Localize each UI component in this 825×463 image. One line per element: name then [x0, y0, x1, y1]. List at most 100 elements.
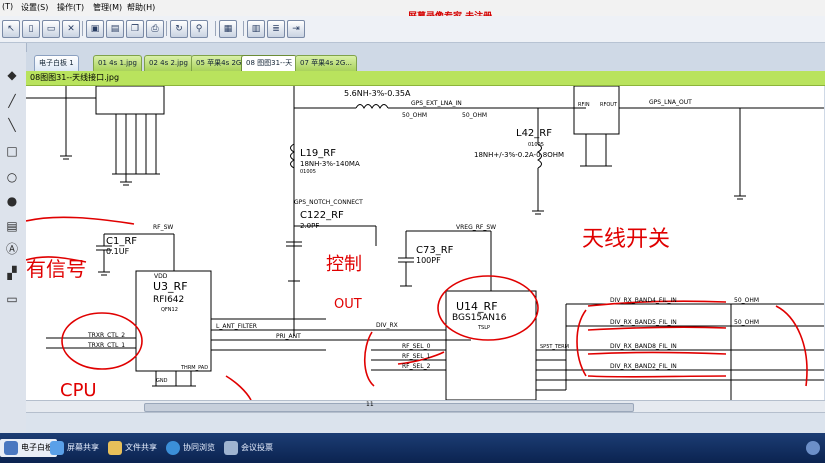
horizontal-scrollbar[interactable]: 11 [26, 400, 825, 413]
u14-chip [445, 290, 537, 400]
label-rfout: RFOUT [600, 102, 618, 108]
magnifier-icon: ⚲ [195, 24, 203, 34]
save-button[interactable]: ▣ [86, 20, 104, 38]
menu-item-manage[interactable]: 管理(M) [93, 3, 123, 12]
toolbar-separator [166, 21, 167, 36]
line-tool-icon[interactable]: ╲ [8, 118, 16, 132]
toolbar: ↖ ▯ ▭ ✕ ▣ ▤ ❐ ⎙ ↻ ⚲ ▦ ▥ ≣ ⇥ [0, 16, 825, 43]
label-gps-ext: GPS_EXT_LNA_IN [411, 100, 462, 107]
label-c1-value: 0.1UF [106, 247, 130, 256]
label-rf-sel-1: RF_SEL_1 [402, 353, 431, 360]
label-c122: C122_RF [300, 210, 344, 221]
task-meeting-vote-label: 会议投票 [241, 443, 273, 452]
label-rfin: RFIN [578, 102, 590, 108]
refresh-icon: ↻ [175, 24, 183, 34]
grid-button[interactable]: ▦ [219, 20, 237, 38]
horizontal-scroll-thumb[interactable] [144, 403, 634, 412]
label-c122-value: 2.0PF [300, 222, 319, 230]
label-top-inductor: 5.6NH-3%-0.35A [344, 89, 411, 98]
label-div-band2: DIV_RX_BAND2_FIL_IN [610, 363, 677, 370]
toolbar-separator [82, 21, 83, 36]
drawing-toolbox: ◆ ╱ ╲ □ ○ ● ▤ Ⓐ ▞ ▭ [0, 43, 27, 433]
label-l42-package: 01005 [528, 142, 544, 148]
tab-4s-1[interactable]: 01 4s 1.jpg [93, 55, 142, 71]
exit-button[interactable]: ⇥ [287, 20, 305, 38]
label-div-rx: DIV_RX [376, 322, 398, 329]
paste-tool-icon[interactable]: ▤ [6, 219, 18, 233]
tab-iphone-4s-2g-b[interactable]: 07 苹果4s 2G... [295, 55, 358, 71]
label-u3: U3_RF [153, 280, 188, 293]
label-ohm-b: 50_OHM [462, 112, 487, 119]
folder-icon: ▭ [46, 24, 56, 34]
label-u14: U14_RF [456, 300, 498, 313]
task-co-browse-label: 协同浏览 [183, 443, 215, 452]
label-div-band8: DIV_RX_BAND8_FIL_IN [610, 343, 677, 350]
print-icon: ⎙ [151, 24, 159, 34]
pen-tool-icon[interactable]: ╱ [8, 94, 16, 108]
save-icon: ▣ [90, 24, 100, 34]
tab-antenna-interface[interactable]: 08 图图31--天 [241, 55, 298, 71]
delete-button[interactable]: ✕ [62, 20, 80, 38]
eraser-tool-icon[interactable]: ◆ [7, 68, 17, 82]
sheet-tool-icon[interactable]: ▭ [6, 292, 18, 306]
task-meeting-vote[interactable]: 会议投票 [224, 439, 273, 457]
label-pri-ant: PRI_ANT [276, 333, 301, 340]
list-button[interactable]: ≣ [267, 20, 285, 38]
save-all-icon: ▤ [110, 24, 120, 34]
menu-item-operate[interactable]: 操作(T) [57, 3, 85, 12]
task-file-share[interactable]: 文件共享 [108, 439, 157, 457]
menu-item-t[interactable]: (T) [2, 2, 14, 11]
filled-circle-tool-icon[interactable]: ● [6, 194, 18, 208]
label-thrm-pad: THRM_PAD [180, 365, 208, 371]
print-button[interactable]: ⎙ [146, 20, 164, 38]
task-whiteboard[interactable]: 电子白板 [0, 439, 57, 457]
copy-icon: ❐ [130, 24, 140, 34]
layout-button[interactable]: ▥ [247, 20, 265, 38]
tab-4s-2[interactable]: 02 4s 2.jpg [144, 55, 193, 71]
screen-share-icon [50, 440, 64, 455]
tab-iphone-4s-2g[interactable]: 05 苹果4s 2G [191, 55, 247, 71]
label-div-band5: DIV_RX_BAND5_FIL_IN [610, 319, 677, 326]
refresh-button[interactable]: ↻ [170, 20, 188, 38]
tab-whiteboard-1[interactable]: 电子白板 1 [34, 55, 79, 71]
vote-icon [224, 440, 238, 455]
annotation-antenna-switch: 天线开关 [582, 227, 670, 252]
bottom-taskbar: 电子白板 屏幕共享 文件共享 协同浏览 会议投票 [0, 433, 825, 463]
label-u3-package: QFN12 [161, 307, 178, 313]
open-button[interactable]: ▭ [42, 20, 60, 38]
label-l19-value: 18NH-3%-140MA [300, 160, 360, 168]
tray-arrow-icon[interactable] [806, 441, 820, 455]
ellipse-tool-icon[interactable]: ○ [6, 170, 18, 184]
rectangle-tool-icon[interactable]: □ [6, 144, 18, 158]
top-left-ic [95, 86, 165, 115]
task-screen-share[interactable]: 屏幕共享 [50, 439, 99, 457]
label-sp5t: SP5T_TERM [540, 344, 569, 350]
new-button[interactable]: ▯ [22, 20, 40, 38]
label-rf-sel-2: RF_SEL_2 [402, 363, 431, 370]
label-vdd: VDD [154, 273, 168, 280]
text-tool-icon[interactable]: Ⓐ [5, 242, 18, 256]
label-trx-ctl2: TRXR_CTL_2 [87, 332, 125, 339]
zoom-button[interactable]: ⚲ [190, 20, 208, 38]
whiteboard-icon [4, 440, 18, 455]
schematic-canvas[interactable]: 5.6NH-3%-0.35A GPS_EXT_LNA_IN 50_OHM 50_… [26, 86, 824, 400]
red-annotations [26, 216, 808, 400]
schematic-drawing: 5.6NH-3%-0.35A GPS_EXT_LNA_IN 50_OHM 50_… [26, 86, 824, 400]
task-co-browse[interactable]: 协同浏览 [166, 439, 215, 457]
browser-icon [166, 440, 180, 455]
u3-chip [135, 270, 212, 372]
toolbar-separator [243, 21, 244, 36]
task-whiteboard-label: 电子白板 [21, 443, 53, 452]
copy-button[interactable]: ❐ [126, 20, 144, 38]
toolbar-separator [215, 21, 216, 36]
menu-item-settings[interactable]: 设置(S) [21, 3, 49, 12]
cut-tool-icon[interactable]: ▞ [7, 266, 17, 280]
annotation-has-signal: 有信号 [26, 257, 86, 281]
menu-item-help[interactable]: 帮助(H) [127, 3, 156, 12]
task-file-share-label: 文件共享 [125, 443, 157, 452]
select-tool-button[interactable]: ↖ [2, 20, 20, 38]
exit-icon: ⇥ [292, 24, 300, 34]
save-all-button[interactable]: ▤ [106, 20, 124, 38]
label-c73: C73_RF [416, 245, 454, 256]
annotation-control: 控制 [326, 254, 362, 275]
